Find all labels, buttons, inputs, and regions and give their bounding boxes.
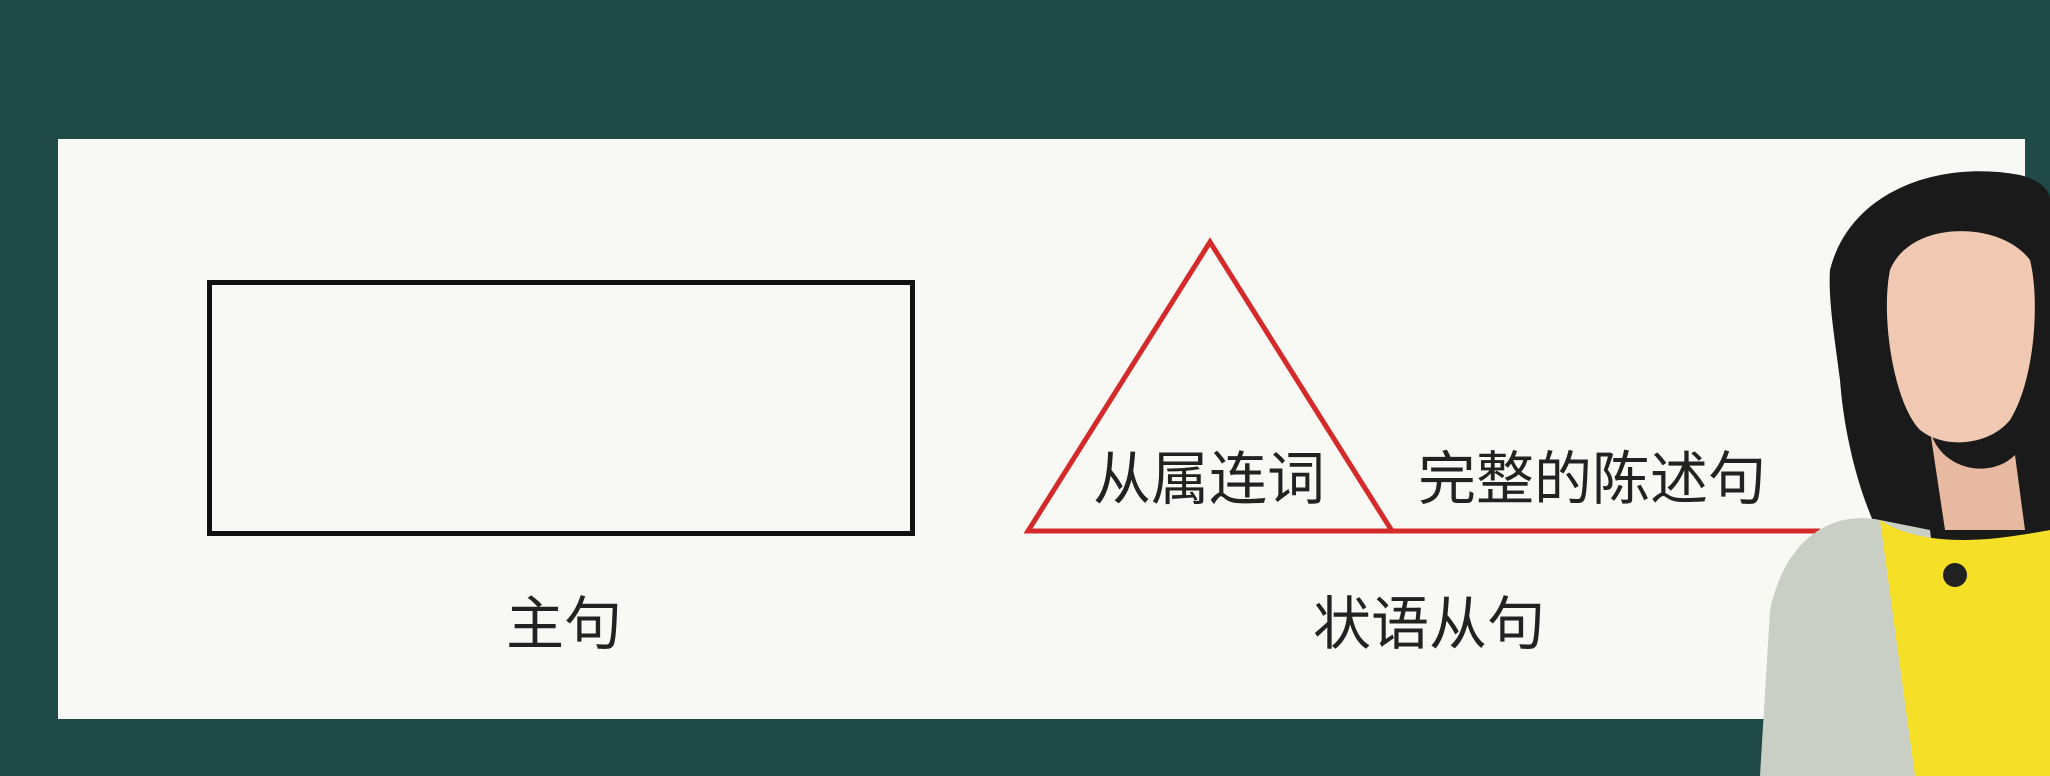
main-clause-label: 主句: [506, 590, 623, 658]
presenter-face: [1886, 231, 2035, 443]
presenter-top: [1880, 520, 2050, 776]
presenter-microphone: [1943, 563, 1967, 587]
conjunction-triangle: [1023, 237, 1397, 534]
main-clause-box: [207, 280, 915, 536]
conjunction-label: 从属连词: [1093, 445, 1326, 513]
statement-label: 完整的陈述句: [1418, 445, 1767, 513]
presenter-video-overlay: [1760, 171, 2050, 776]
presenter-neck: [1930, 430, 2025, 530]
adverbial-clause-label: 状语从句: [1313, 590, 1546, 658]
lesson-slide: [58, 139, 2025, 719]
